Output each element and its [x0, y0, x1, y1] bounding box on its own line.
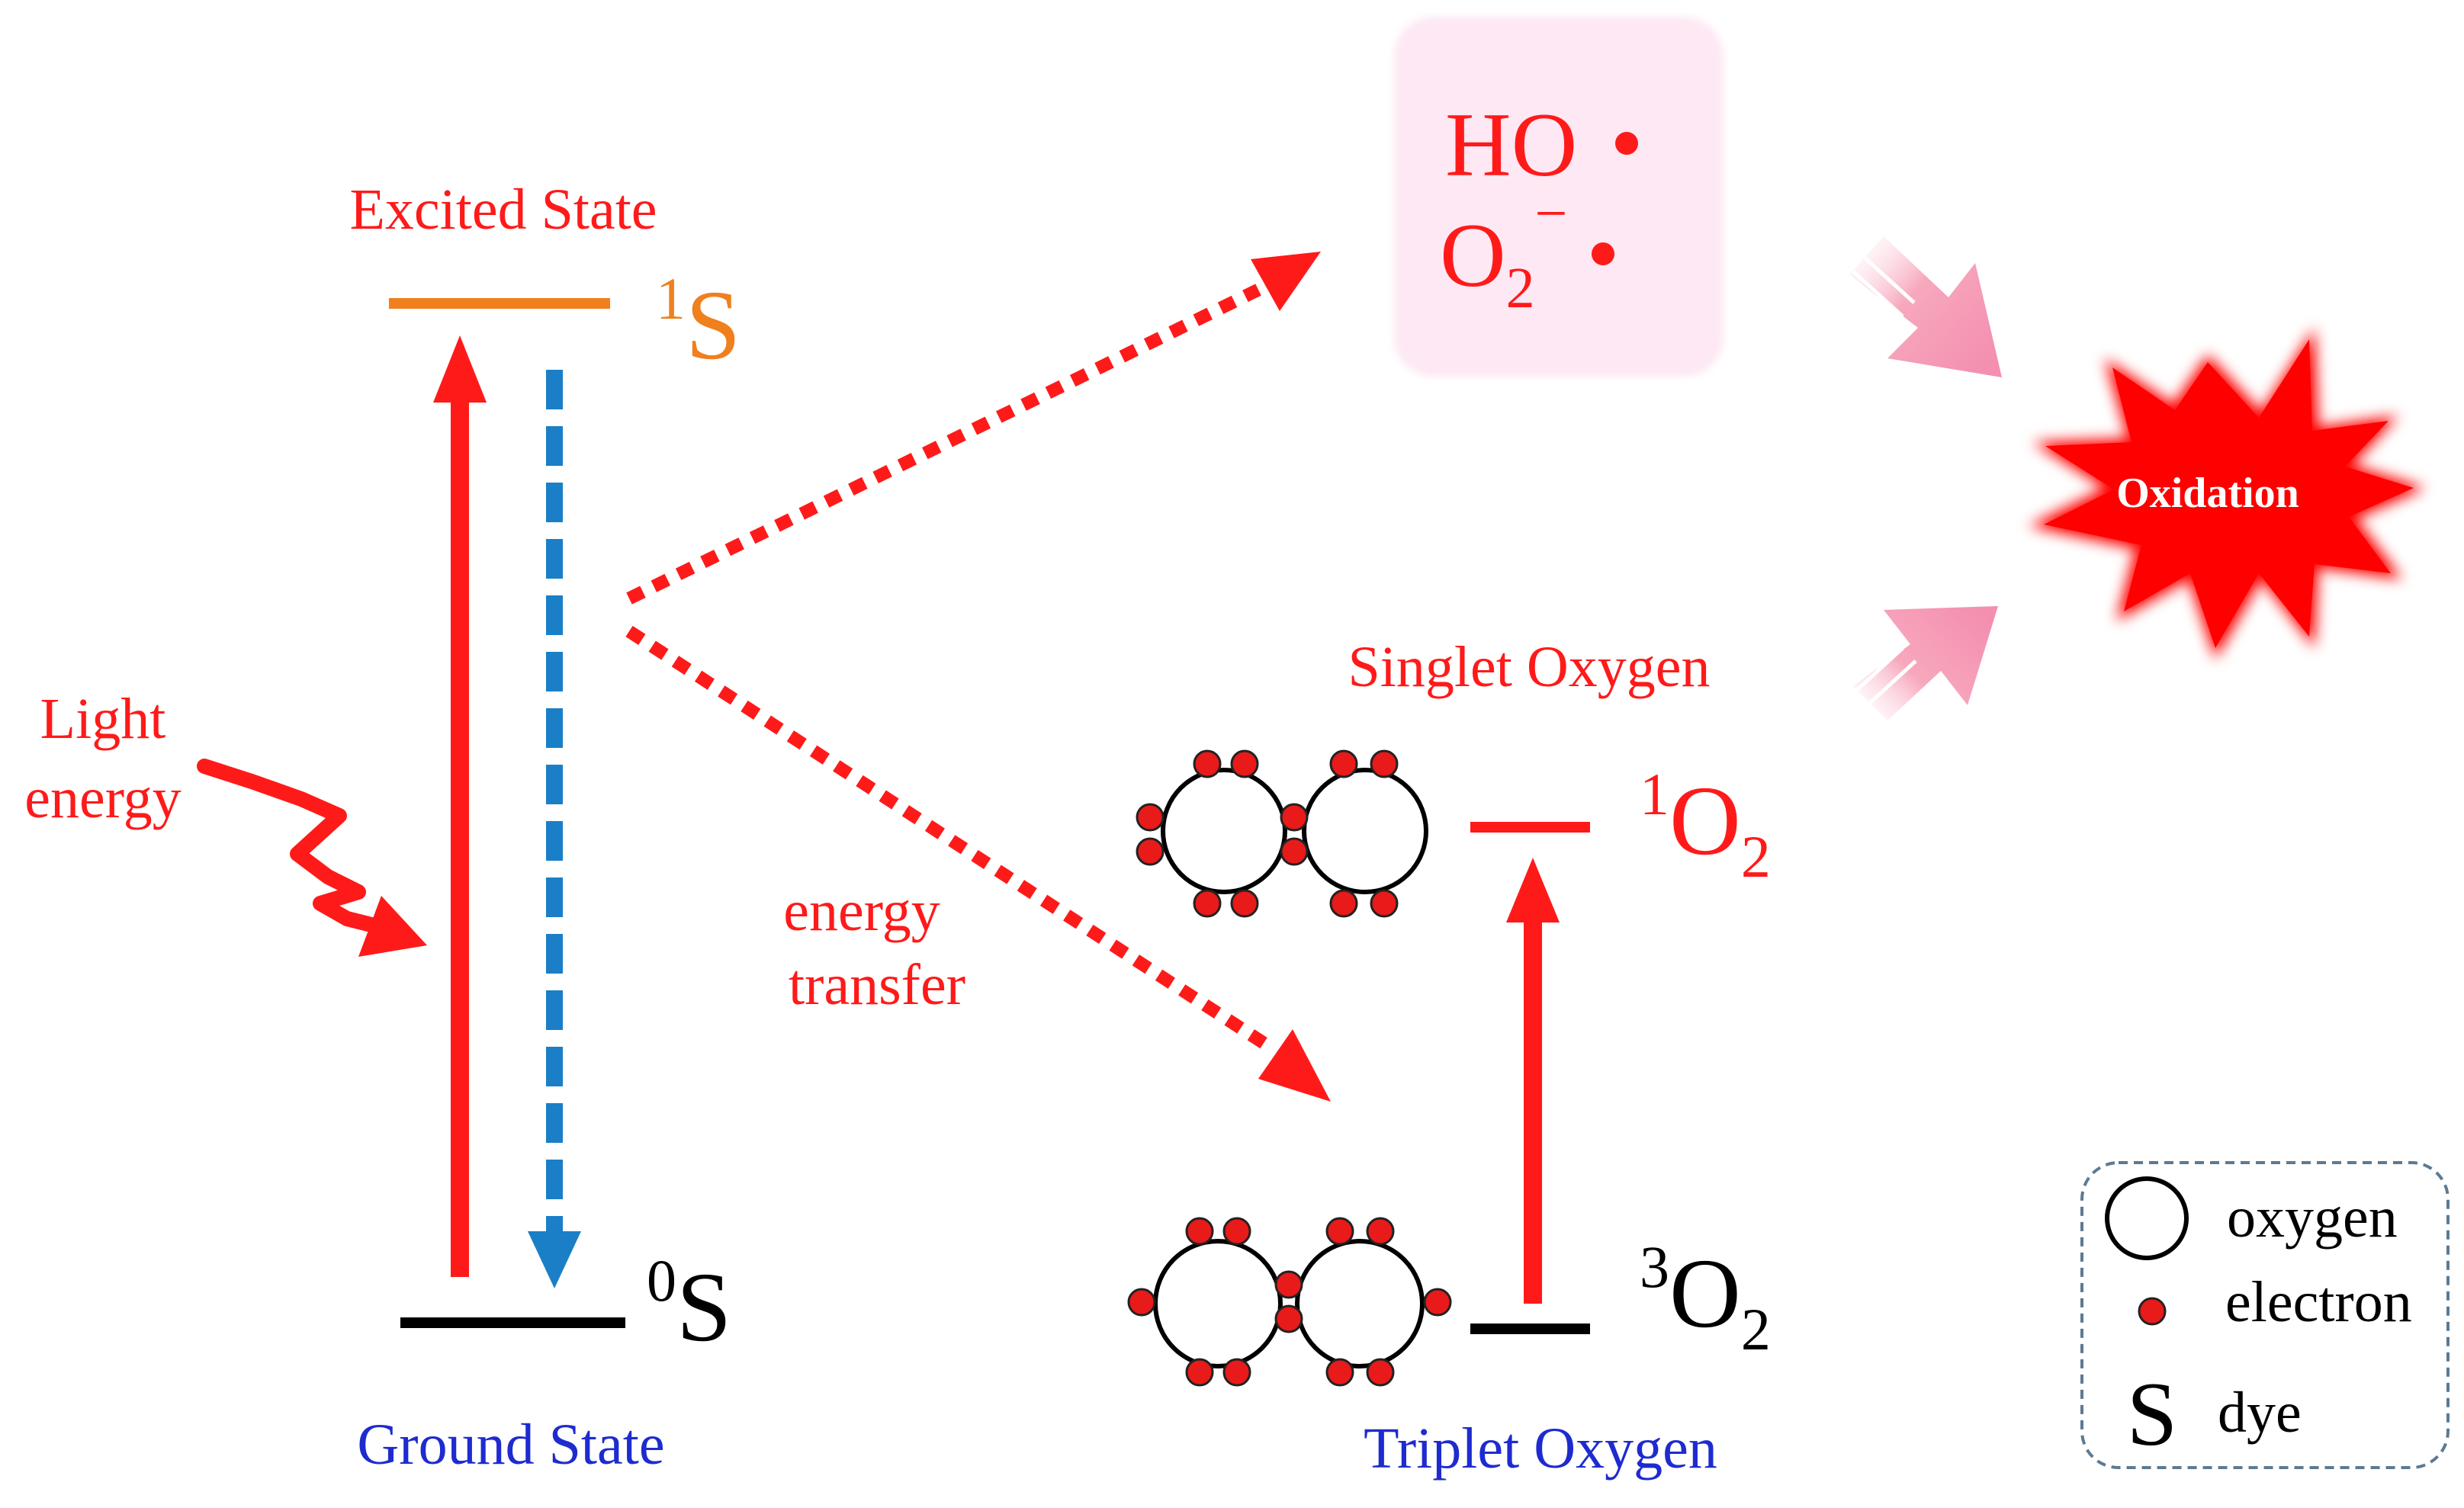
electron — [1274, 1270, 1303, 1299]
singlet-level-sub: 2 — [1741, 823, 1771, 890]
electron — [1185, 1217, 1214, 1246]
light-label-line2: energy — [24, 766, 181, 830]
singlet-level-symbol: 1O2 — [1640, 761, 1771, 890]
ground-state-label: Ground State — [357, 1413, 664, 1477]
radical-species-box — [1394, 17, 1724, 377]
triplet-oxygen-molecule — [1127, 1217, 1452, 1387]
legend-electron-icon — [2138, 1297, 2167, 1326]
oxygen-atom — [1161, 768, 1287, 894]
electron — [1136, 803, 1165, 832]
excited-state-label: Excited State — [349, 178, 657, 242]
electron — [1230, 749, 1259, 778]
electron — [1423, 1288, 1452, 1317]
ground-level-symbol: 0S — [647, 1247, 731, 1362]
energy-transfer-label-line1: energy — [783, 879, 940, 943]
electron — [1193, 749, 1222, 778]
oxidation-burst — [2029, 328, 2425, 659]
pink-arrow-lower — [1853, 606, 1998, 720]
electron — [1185, 1358, 1214, 1387]
electron — [1280, 803, 1309, 832]
oxygen-atom — [1295, 1239, 1425, 1368]
legend-dye-symbol: S — [2127, 1363, 2178, 1465]
excited-level-symbol: 1S — [656, 265, 740, 380]
superoxide-base: O — [1440, 204, 1506, 306]
singlet-level-base: O — [1669, 766, 1741, 876]
excited-level-base: S — [686, 271, 740, 380]
singlet-oxygen-label: Singlet Oxygen — [1348, 635, 1711, 699]
electron — [1136, 837, 1165, 866]
legend-oxygen-label: oxygen — [2227, 1186, 2398, 1250]
light-label-line1: Light — [40, 687, 166, 751]
electron — [1325, 1358, 1354, 1387]
superoxide-sub: 2 — [1506, 256, 1535, 320]
electron — [1370, 889, 1399, 918]
electron — [1325, 1217, 1354, 1246]
hydroxyl-radical: HO — [1445, 94, 1577, 195]
electron — [1329, 889, 1358, 918]
oxygen-excitation-arrow — [1506, 858, 1560, 1304]
light-energy-arrow — [197, 759, 427, 957]
oxygen-atom — [1302, 768, 1428, 894]
pink-arrow-upper — [1849, 236, 2002, 377]
triplet-level-sup: 3 — [1640, 1234, 1669, 1300]
dotted-arrow-to-radicals — [626, 252, 1321, 605]
electron — [1222, 1217, 1251, 1246]
electron — [1370, 749, 1399, 778]
relaxation-arrow — [528, 370, 581, 1288]
ground-level-sup: 0 — [647, 1247, 676, 1314]
excited-level-sup: 1 — [656, 265, 686, 332]
electron — [1366, 1358, 1395, 1387]
electron — [1280, 837, 1309, 866]
dotted-arrow-to-oxygen — [625, 625, 1331, 1102]
electron — [1193, 889, 1222, 918]
hydroxyl-radical-text: HO — [1445, 94, 1577, 195]
superoxide-charge: − — [1535, 181, 1568, 245]
electron — [1329, 749, 1358, 778]
oxidation-label: Oxidation — [2116, 470, 2299, 517]
electron — [1366, 1217, 1395, 1246]
singlet-oxygen-molecule — [1136, 749, 1428, 918]
electron — [1274, 1304, 1303, 1333]
legend-oxygen-icon — [2105, 1176, 2189, 1260]
excitation-arrow — [433, 335, 487, 1277]
oxygen-atom — [1153, 1239, 1283, 1368]
triplet-oxygen-label: Triplet Oxygen — [1364, 1417, 1717, 1481]
superoxide-radical-dot — [1592, 242, 1614, 265]
electron — [1230, 889, 1259, 918]
singlet-level-sup: 1 — [1640, 761, 1669, 827]
ground-level-base: S — [676, 1253, 731, 1362]
triplet-level-sub: 2 — [1741, 1296, 1771, 1362]
legend-dye-label: dye — [2218, 1381, 2302, 1445]
triplet-level-symbol: 3O2 — [1640, 1234, 1771, 1362]
superoxide-radical: O2− — [1440, 181, 1568, 320]
triplet-level-base: O — [1669, 1239, 1741, 1349]
energy-transfer-label-line2: transfer — [789, 953, 965, 1017]
electron — [1127, 1288, 1156, 1317]
hydroxyl-radical-dot — [1615, 132, 1638, 155]
electron — [1222, 1358, 1251, 1387]
legend-electron-label: electron — [2225, 1270, 2412, 1334]
